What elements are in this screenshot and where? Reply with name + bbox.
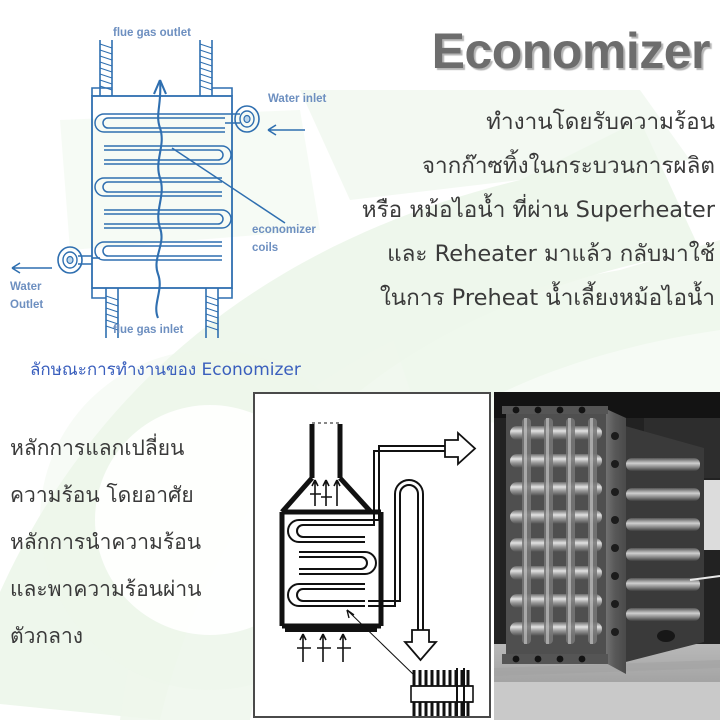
boiler-schematic-panel: [253, 392, 491, 718]
label-water-outlet-line2: Outlet: [10, 299, 43, 311]
body-left-line-2: ความร้อน โดยอาศัย: [10, 483, 194, 507]
body-right-line-5: ในการ Preheat น้ำเลี้ยงหม้อไอน้ำ: [379, 285, 715, 311]
body-text-right: ทำงานโดยรับความร้อน จากก๊าซทิ้งในกระบวนก…: [330, 100, 715, 320]
label-flue-gas-inlet: flue gas inlet: [113, 324, 183, 336]
economizer-photo-panel: [494, 392, 720, 720]
economizer-flow-diagram: flue gas outlet flue gas inlet Water inl…: [0, 18, 340, 358]
label-water-inlet: Water inlet: [268, 93, 327, 105]
body-left-line-3: หลักการนำความร้อน: [10, 530, 202, 554]
body-left-line-1: หลักการแลกเปลี่ยน: [10, 436, 185, 460]
page-title: Economizer: [431, 23, 711, 79]
label-flue-gas-outlet: flue gas outlet: [113, 27, 191, 39]
body-text-left: หลักการแลกเปลี่ยน ความร้อน โดยอาศัย หลัก…: [10, 425, 260, 660]
label-water-outlet-line1: Water: [10, 281, 42, 293]
label-economizer-coils-line2: coils: [252, 242, 278, 254]
body-left-line-4: และพาความร้อนผ่าน: [10, 577, 202, 601]
diagram-caption: ลักษณะการทำงานของ Economizer: [30, 360, 301, 380]
body-right-line-1: ทำงานโดยรับความร้อน: [486, 109, 715, 135]
label-economizer-coils-line1: economizer: [252, 224, 316, 236]
body-right-line-4: และ Reheater มาแล้ว กลับมาใช้: [387, 241, 715, 267]
body-right-line-2: จากก๊าซทิ้งในกระบวนการผลิต: [421, 153, 715, 179]
body-right-line-3: หรือ หม้อไอน้ำ ที่ผ่าน Superheater: [361, 197, 715, 223]
body-left-line-5: ตัวกลาง: [10, 624, 84, 648]
